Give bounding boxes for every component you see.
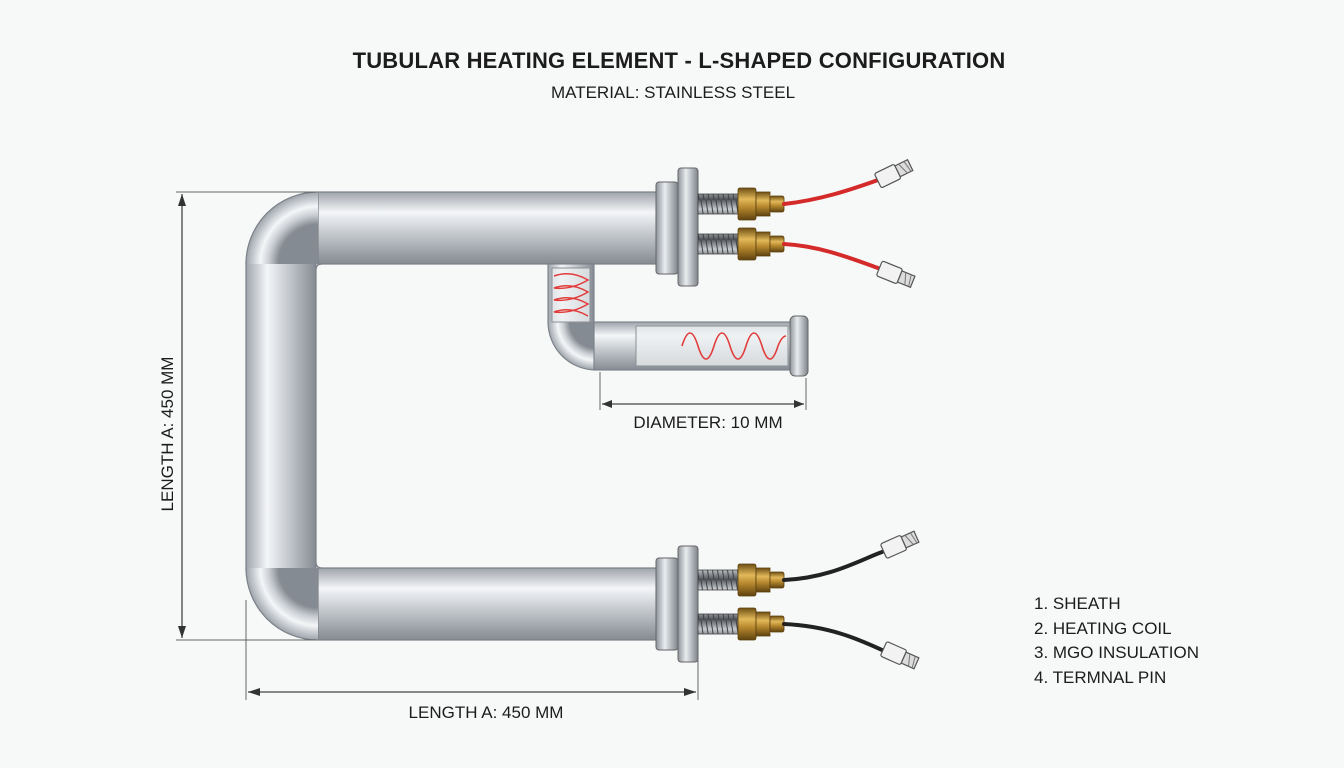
terminal-pin <box>697 193 739 215</box>
terminal-pin <box>697 613 739 635</box>
terminal-pin <box>697 569 739 591</box>
black-wire <box>782 622 884 652</box>
wire-connector <box>874 158 914 189</box>
vertical-length-label: LENGTH A: 450 MM <box>158 357 177 512</box>
wire-connector <box>880 641 920 670</box>
legend-item: 1. SHEATH <box>1034 594 1121 613</box>
red-wire <box>782 242 880 270</box>
black-wire <box>782 550 884 582</box>
brass-nut <box>737 187 757 221</box>
wire-connector <box>880 530 920 559</box>
wire-connector <box>876 260 916 289</box>
legend-item: 2. HEATING COIL <box>1034 619 1172 638</box>
dimension-diameter: DIAMETER: 10 MM <box>599 372 807 432</box>
horizontal-length-label: LENGTH A: 450 MM <box>409 703 564 722</box>
diameter-label: DIAMETER: 10 MM <box>633 413 782 432</box>
terminal-pin <box>697 233 739 255</box>
cutaway-window <box>635 325 789 367</box>
heating-coil <box>681 332 787 360</box>
dimension-vertical: LENGTH A: 450 MM <box>158 191 316 641</box>
red-wire <box>782 178 880 206</box>
diagram-title: TUBULAR HEATING ELEMENT - L-SHAPED CONFI… <box>353 48 1006 73</box>
cutaway-detail <box>547 263 809 377</box>
terminal-bottom <box>655 530 920 670</box>
legend-item: 4. TERMNAL PIN <box>1034 668 1166 687</box>
legend-item: 3. MGO INSULATION <box>1034 643 1199 662</box>
flange <box>655 181 679 275</box>
main-tube <box>245 191 661 641</box>
heating-coil <box>553 273 590 317</box>
dimension-horizontal: LENGTH A: 450 MM <box>245 600 699 722</box>
terminal-top <box>655 158 916 289</box>
brass-nut <box>737 563 757 597</box>
brass-nut <box>737 227 757 261</box>
diagram-subtitle: MATERIAL: STAINLESS STEEL <box>551 83 795 102</box>
brass-nut <box>737 607 757 641</box>
flange <box>655 557 679 651</box>
legend: 1. SHEATH 2. HEATING COIL 3. MGO INSULAT… <box>1034 594 1199 687</box>
